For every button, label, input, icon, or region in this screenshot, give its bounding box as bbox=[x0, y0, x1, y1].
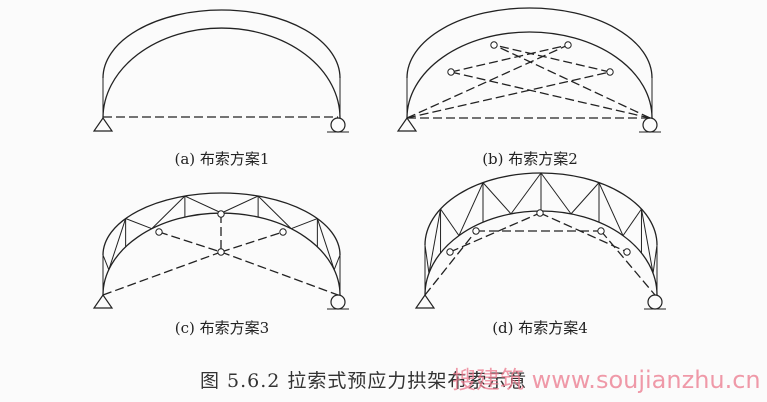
cable-node bbox=[490, 41, 498, 49]
cable-node bbox=[447, 68, 455, 76]
cable bbox=[493, 44, 611, 73]
figure-caption: 图 5.6.2 拉索式预应力拱架布索示意 bbox=[200, 370, 528, 392]
cable bbox=[220, 231, 284, 253]
arch-outer-chord bbox=[102, 9, 341, 79]
arch-outer-chord bbox=[406, 7, 653, 79]
cable bbox=[102, 251, 222, 296]
panel-b-label: (b) 布索方案2 bbox=[482, 150, 578, 168]
truss-diagonal bbox=[290, 218, 318, 230]
truss-diagonal bbox=[257, 195, 292, 230]
truss-diagonal bbox=[333, 254, 341, 270]
truss-diagonal bbox=[184, 195, 222, 214]
truss-diagonal bbox=[622, 208, 642, 236]
cable bbox=[424, 230, 477, 296]
truss-diagonal bbox=[102, 254, 110, 270]
pin-support-icon bbox=[92, 116, 114, 132]
pin-support-icon bbox=[414, 293, 436, 309]
pin-support-icon bbox=[396, 116, 418, 132]
arch-inner-chord bbox=[406, 31, 653, 119]
cable-node bbox=[606, 68, 614, 76]
watermark: 搜建筑 www.soujianzhu.cn bbox=[452, 366, 761, 394]
cable bbox=[449, 212, 541, 253]
cable bbox=[450, 71, 651, 119]
truss-diagonal bbox=[540, 172, 572, 215]
arch-inner-chord bbox=[102, 27, 341, 119]
roller-support-icon bbox=[330, 117, 346, 133]
cable-node bbox=[217, 210, 225, 218]
truss-diagonal bbox=[652, 244, 658, 274]
truss-diagonal bbox=[510, 172, 542, 215]
arch-outer-chord bbox=[102, 192, 341, 256]
arch-inner-chord bbox=[424, 210, 658, 296]
cable-node bbox=[623, 248, 631, 256]
truss-diagonal bbox=[458, 182, 484, 236]
roller-support-icon bbox=[642, 117, 658, 133]
pin-support-icon bbox=[92, 293, 114, 309]
cable bbox=[220, 251, 339, 296]
cable-node bbox=[536, 209, 544, 217]
truss-diagonal bbox=[598, 182, 624, 236]
cable bbox=[406, 71, 611, 119]
truss-diagonal bbox=[428, 208, 442, 274]
truss-diagonal bbox=[440, 208, 460, 236]
roller-support-icon bbox=[330, 294, 346, 310]
truss-diagonal bbox=[482, 182, 512, 215]
cable bbox=[493, 44, 651, 119]
cable bbox=[539, 212, 628, 253]
cable bbox=[158, 231, 222, 253]
cable-node bbox=[472, 227, 480, 235]
truss-diagonal bbox=[221, 195, 259, 214]
truss-diagonal bbox=[570, 182, 600, 215]
cable-node bbox=[446, 248, 454, 256]
panel-c-label: (c) 布索方案3 bbox=[174, 319, 270, 337]
cable-node bbox=[155, 228, 163, 236]
truss-diagonal bbox=[125, 218, 153, 230]
roller-support-icon bbox=[647, 294, 663, 310]
cable-node bbox=[279, 228, 287, 236]
truss-diagonal bbox=[316, 218, 335, 270]
cable-node bbox=[564, 41, 572, 49]
truss-diagonal bbox=[151, 195, 186, 230]
panel-a-label: (a) 布索方案1 bbox=[174, 150, 270, 168]
truss-diagonal bbox=[640, 208, 654, 274]
cable bbox=[450, 44, 569, 73]
cable-node bbox=[597, 227, 605, 235]
cable-node bbox=[217, 248, 225, 256]
cable bbox=[600, 230, 656, 296]
truss-diagonal bbox=[424, 244, 430, 274]
panel-d-label: (d) 布索方案4 bbox=[492, 319, 588, 337]
cable bbox=[406, 44, 569, 119]
truss-diagonal bbox=[108, 218, 127, 270]
